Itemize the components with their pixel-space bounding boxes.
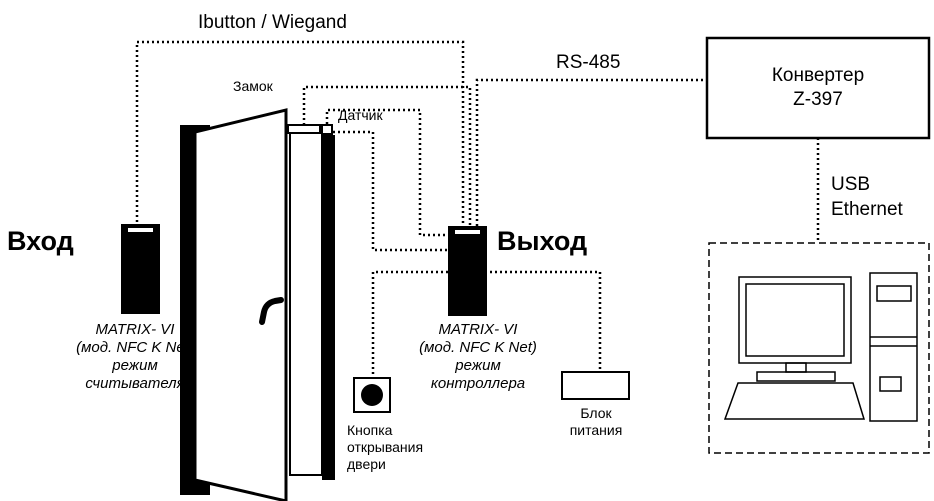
wiegand-label: Ibutton / Wiegand xyxy=(198,12,347,33)
ethernet-label: Ethernet xyxy=(831,199,903,220)
door-frame-right xyxy=(322,135,335,480)
entry-reader-line4: считывателя xyxy=(85,375,185,392)
computer-icon xyxy=(723,272,918,422)
entry-reader-line2: (мод. NFC K Net) xyxy=(76,339,194,356)
rs485-label: RS-485 xyxy=(556,52,621,73)
exit-button-line1: Кнопка xyxy=(347,422,393,438)
door-handle xyxy=(259,297,284,325)
sensor-label: Датчик xyxy=(338,107,383,123)
door-frame-inner xyxy=(289,131,323,476)
entry-reader-line3: режим xyxy=(112,357,158,374)
exit-controller-line2: (мод. NFC K Net) xyxy=(419,339,537,356)
converter-model: Z-397 xyxy=(793,89,843,110)
usb-label: USB xyxy=(831,174,871,195)
converter-name: Конвертер xyxy=(771,65,865,86)
power-supply-line1: Блок xyxy=(580,405,612,421)
entry-reader xyxy=(121,224,160,314)
exit-button-line3: двери xyxy=(347,456,386,472)
exit-controller-line4: контроллера xyxy=(430,375,526,392)
power-supply-caption: Блок питания xyxy=(556,405,636,439)
rs485-line xyxy=(475,78,707,226)
exit-button-caption: Кнопка открывания двери xyxy=(347,422,423,473)
sensor-line-2 xyxy=(325,108,448,237)
entry-reader-caption: MATRIX- VI (мод. NFC K Net) режим считыв… xyxy=(30,321,240,393)
power-supply-box xyxy=(561,371,630,400)
exit-button-device xyxy=(353,377,391,413)
sensor-body xyxy=(321,124,333,135)
exit-controller xyxy=(448,226,487,316)
exit-controller-caption: MATRIX- VI (мод. NFC K Net) режим контро… xyxy=(378,321,578,393)
wiegand-line xyxy=(135,40,465,226)
power-line xyxy=(485,270,602,372)
sensor-line xyxy=(333,130,448,252)
exit-title: Выход xyxy=(497,226,588,256)
door-leaf xyxy=(193,108,288,501)
lock-body xyxy=(287,124,321,134)
entry-reader-line1: MATRIX- VI xyxy=(95,321,175,338)
computer-enclosure xyxy=(708,242,930,454)
converter-box xyxy=(705,36,931,140)
power-supply-line2: питания xyxy=(569,422,623,438)
exit-button-line2: открывания xyxy=(347,439,424,455)
connection-lines xyxy=(135,40,820,378)
button-line xyxy=(371,270,448,378)
exit-controller-line3: режим xyxy=(455,357,501,374)
entry-title: Вход xyxy=(7,226,74,256)
lock-label: Замок xyxy=(233,78,273,94)
lock-line xyxy=(302,85,472,226)
exit-controller-line1: MATRIX- VI xyxy=(438,321,518,338)
